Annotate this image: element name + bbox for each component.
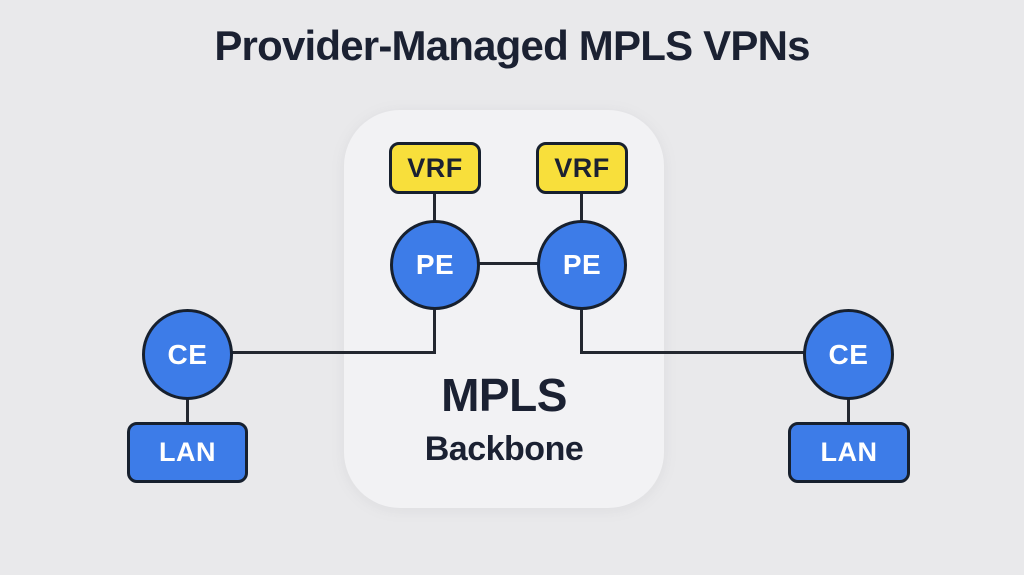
edge-pe-to-pe [477,262,539,265]
edge-ce-left-to-pe [232,351,436,354]
edge-ce-to-lan-right [847,396,850,425]
edge-pe-to-ce-right [580,351,805,354]
node-pe-left-label: PE [415,249,455,280]
node-pe-right: PE [537,220,627,310]
backbone-label-primary: MPLS [441,369,567,421]
node-lan-right-label: LAN [820,437,878,467]
edge-vrf-to-pe-left [433,192,436,222]
node-pe-right-label: PE [562,249,602,280]
node-vrf-left-label: VRF [407,152,463,183]
mpls-backbone-label: MPLS Backbone [344,370,664,469]
node-ce-left: CE [142,309,233,400]
edge-ce-to-lan-left [186,396,189,425]
backbone-label-secondary: Backbone [424,429,584,468]
node-lan-left: LAN [127,422,248,483]
page-title: Provider-Managed MPLS VPNs [214,22,810,69]
node-lan-right: LAN [788,422,910,483]
node-lan-left-label: LAN [159,437,216,467]
node-ce-left-label: CE [167,338,208,370]
edge-pe-left-drop [433,306,436,354]
node-vrf-right-label: VRF [554,152,610,183]
node-pe-left: PE [390,220,480,310]
node-ce-right-label: CE [828,338,869,370]
node-ce-right: CE [803,309,894,400]
edge-pe-right-drop [580,306,583,354]
node-vrf-left: VRF [389,142,481,194]
edge-vrf-to-pe-right [580,192,583,222]
node-vrf-right: VRF [536,142,628,194]
